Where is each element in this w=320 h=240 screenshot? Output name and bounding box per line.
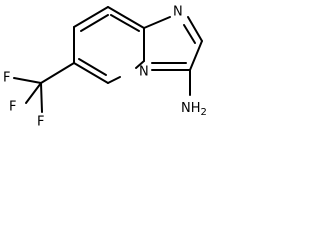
bond-n1-c2-double [183, 24, 196, 44]
bond-n1-c2 [187, 16, 203, 42]
bond-c-f1 [13, 77, 42, 84]
bond-c2-c1 [73, 6, 109, 28]
atom-label-n-bridgehead: N [139, 65, 149, 80]
bond-c-f2 [25, 82, 42, 104]
chemical-structure: N N NH2 F F F [3, 5, 207, 130]
bond-n4-c4 [107, 76, 121, 84]
amine-subscript: 2 [201, 107, 207, 118]
bond-c5-c6 [107, 6, 145, 29]
atom-label-fluorine-2: F [9, 100, 16, 115]
bond-ring-cf3 [40, 62, 75, 84]
bond-c2-c1-double [80, 14, 109, 32]
atom-label-fluorine-3: F [37, 115, 44, 130]
atom-label-n-imidazole: N [173, 5, 183, 20]
bond-c5-c6-double [110, 14, 140, 32]
atom-label-fluorine-1: F [3, 71, 10, 86]
bond-c8a-n1 [143, 16, 171, 29]
bond-c4-c3 [73, 62, 109, 84]
bond-c2-c3 [189, 40, 203, 71]
bond-c-f3 [40, 82, 43, 113]
atom-label-amine: NH2 [181, 101, 207, 118]
bond-c8a-n4 [135, 60, 145, 69]
bond-c4-c3-double [78, 58, 107, 76]
